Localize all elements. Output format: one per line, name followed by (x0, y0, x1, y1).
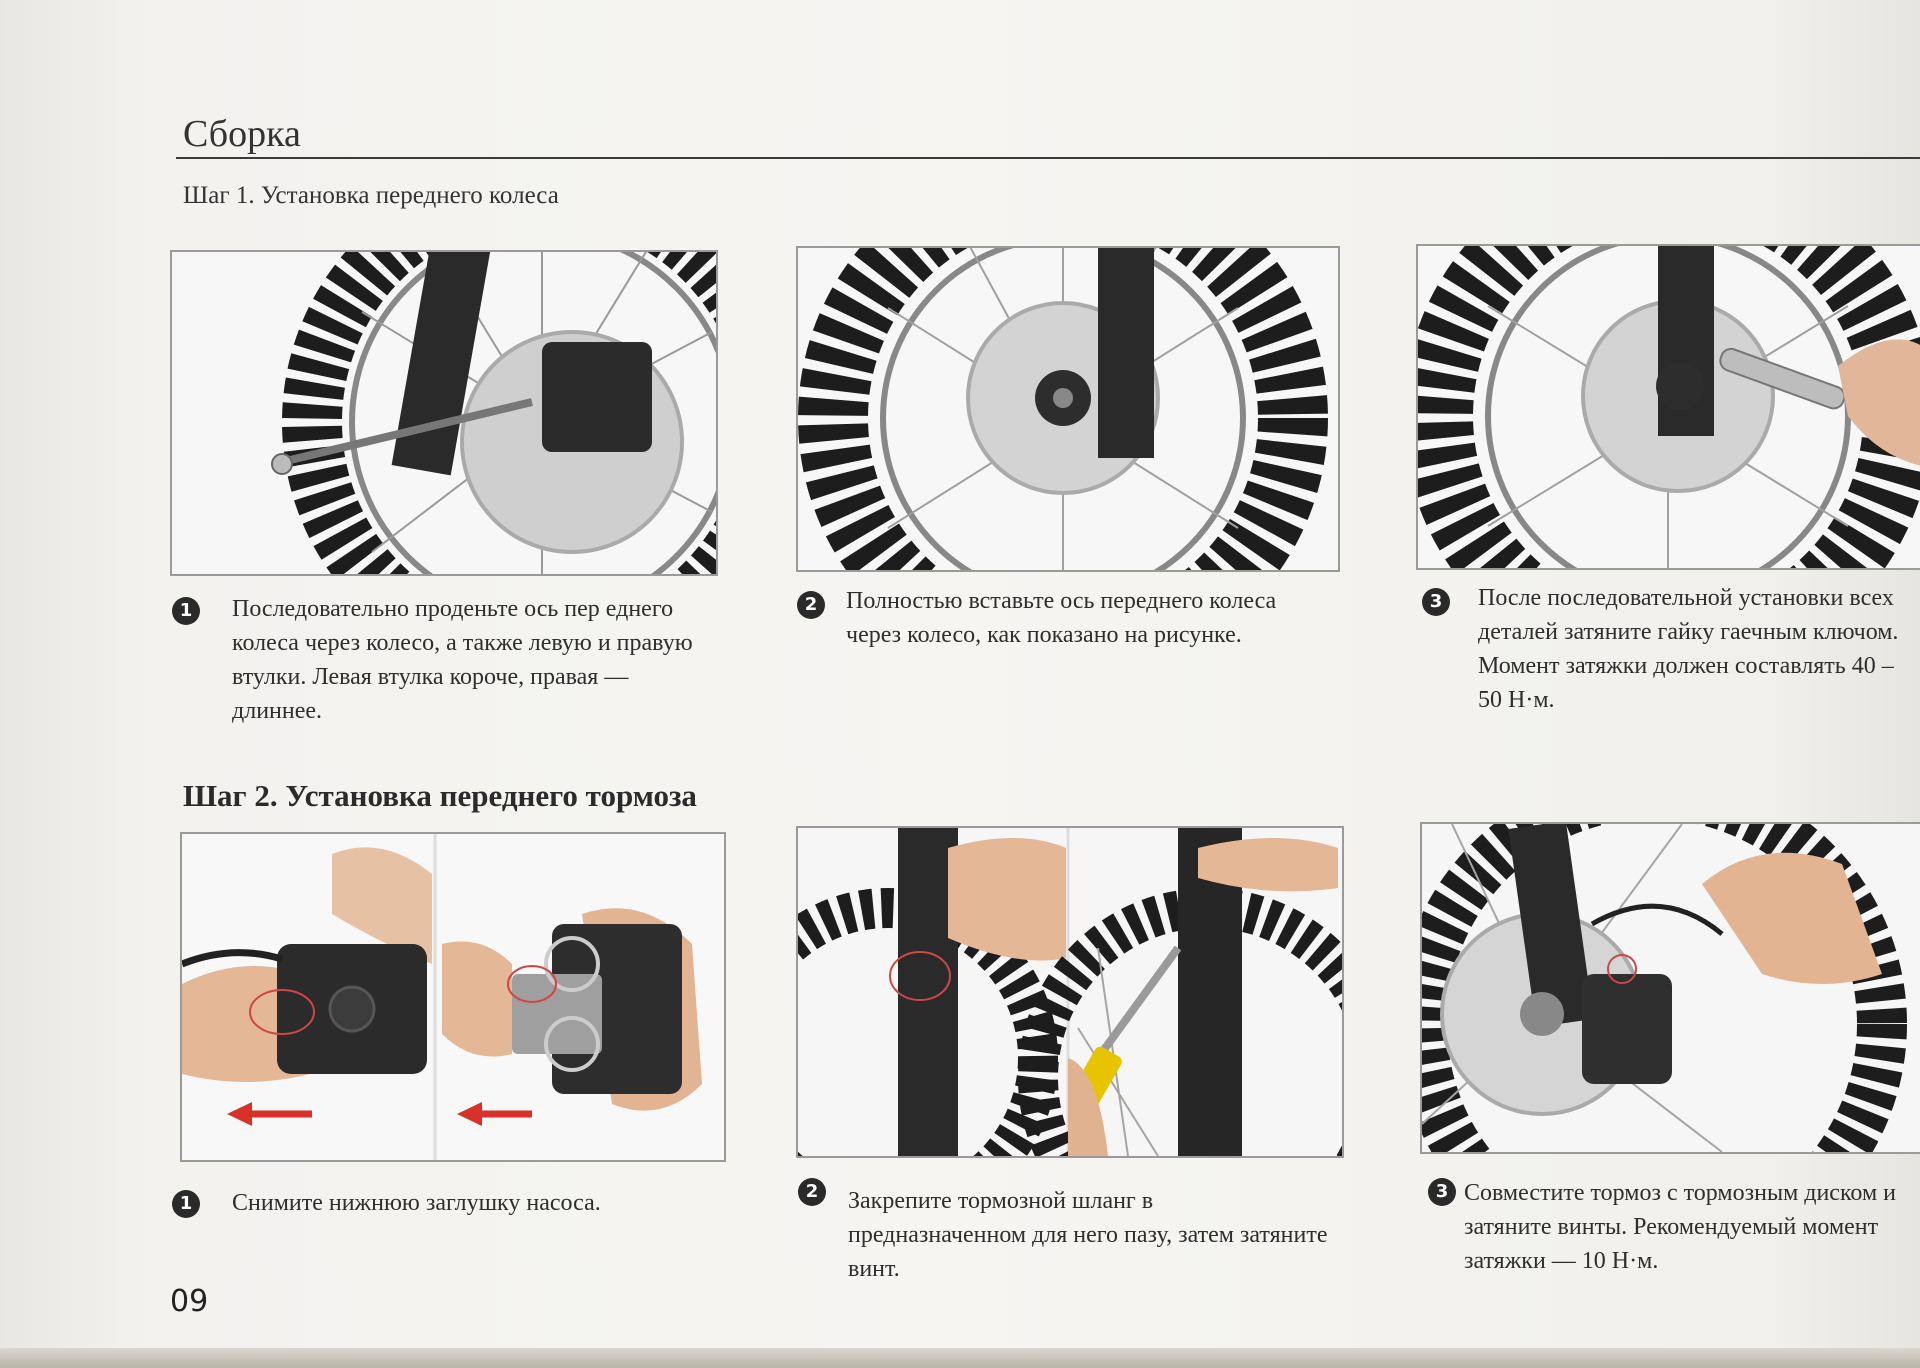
step2-item1-text: Снимите нижнюю заглушку насоса. (232, 1190, 601, 1216)
step1-item2-text: Полностью вставьте ось переднего колеса … (846, 588, 1277, 648)
step1-item1-text: Последовательно проденьте ось пер еднего… (232, 596, 693, 724)
step2-photo-1 (180, 832, 726, 1162)
step1-item2-number: 2 (797, 591, 825, 619)
step1-item3-text: После последовательной установки всех де… (1478, 585, 1899, 713)
step1-photo-3 (1416, 244, 1920, 570)
step1-photo-2 (796, 246, 1340, 572)
step2-item2-number: 2 (798, 1178, 826, 1206)
page-bottom-edge (0, 1348, 1920, 1368)
title-divider (176, 157, 1920, 159)
step1-item1-number: 1 (172, 597, 200, 625)
page-number: 09 (170, 1284, 209, 1319)
step1-item3-number: 3 (1422, 588, 1450, 616)
step2-heading: Шаг 2. Установка переднего тормоза (183, 778, 697, 813)
step1-photo-1 (170, 250, 718, 576)
step1-heading: Шаг 1. Установка переднего колеса (183, 182, 559, 209)
page-title: Сборка (183, 113, 301, 155)
step2-item1-number: 1 (172, 1190, 200, 1218)
step2-item3-number: 3 (1428, 1178, 1456, 1206)
step2-item2-text: Закрепите тормозной шланг в предназначен… (848, 1188, 1328, 1282)
step2-photo-2 (796, 826, 1344, 1158)
step2-item3-text: Совместите тормоз с тормозным диском и з… (1464, 1180, 1896, 1274)
step2-photo-3 (1420, 822, 1920, 1154)
